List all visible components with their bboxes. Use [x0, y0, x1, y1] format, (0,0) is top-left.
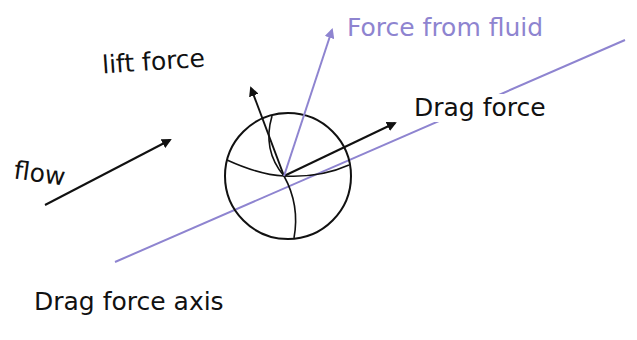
fluid-force-arrow: [284, 30, 332, 176]
sphere-meridian: [269, 116, 296, 238]
flow-label: flow: [10, 156, 69, 191]
axis-label: Drag force axis: [32, 288, 226, 316]
drag-arrow: [284, 123, 395, 176]
lift-arrow: [251, 88, 284, 176]
sphere-outline: [225, 113, 351, 239]
lift-label: lift force: [99, 44, 208, 79]
drag-label: Drag force: [412, 94, 548, 122]
fluid-force-label: Force from fluid: [345, 14, 545, 42]
drag-axis-line: [115, 40, 625, 262]
